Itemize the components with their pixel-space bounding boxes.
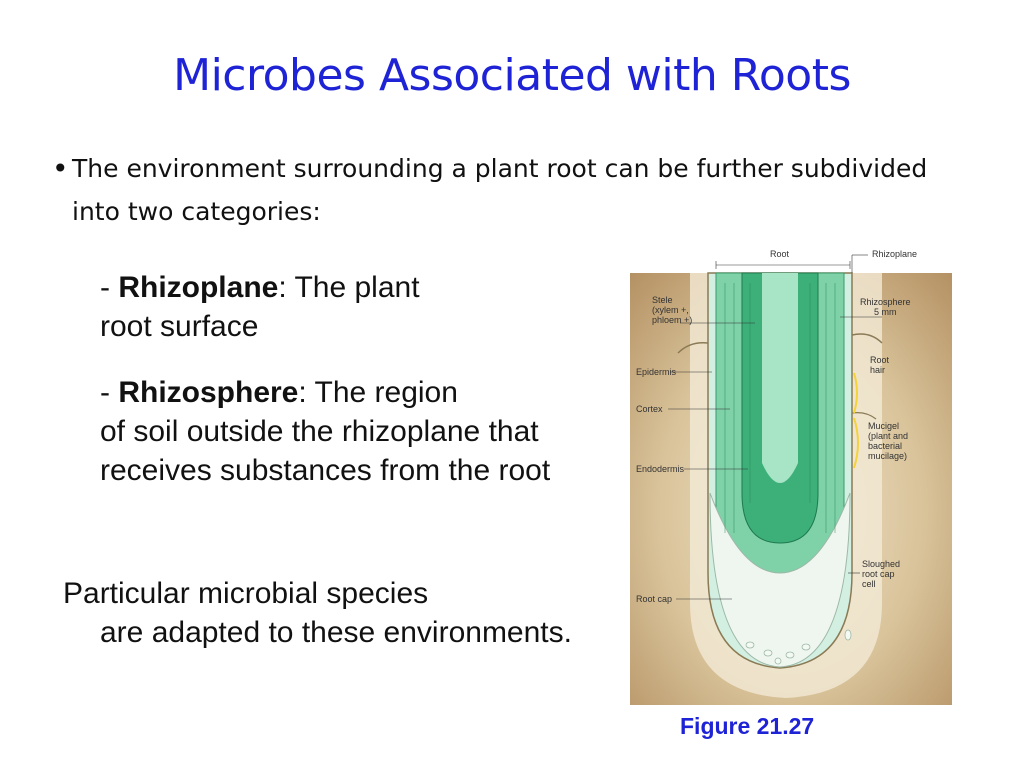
term-rhizoplane: Rhizoplane (118, 271, 279, 304)
vascular-core (762, 273, 798, 483)
label-epidermis: Epidermis (636, 367, 677, 377)
label-stele: Stele (652, 295, 673, 305)
label-stele-sub2: phloem +) (652, 315, 692, 325)
slide-title: Microbes Associated with Roots (173, 50, 851, 101)
label-root-hair-2: hair (870, 365, 885, 375)
bullet-text: The environment surrounding a plant root… (72, 154, 928, 226)
figure-caption: Figure 21.27 (680, 713, 815, 739)
label-mucigel-sub2: bacterial (868, 441, 902, 451)
label-stele-sub1: (xylem +, (652, 305, 689, 315)
definition-start: : The region (298, 376, 458, 409)
sub-item-prefix: - (100, 376, 119, 409)
term-rhizosphere: Rhizosphere (118, 376, 299, 409)
mucigel-bracket (853, 372, 858, 414)
label-rhizosphere-sub: 5 mm (874, 307, 897, 317)
label-sloughed-3: cell (862, 579, 876, 589)
root-diagram-svg: Root Rhizoplane Stele (xylem +, phloem +… (630, 243, 952, 705)
label-sloughed-2: root cap (862, 569, 895, 579)
label-root-cap: Root cap (636, 594, 672, 604)
label-root-hair-1: Root (870, 355, 890, 365)
paragraph-first-line: Particular microbial species (63, 577, 429, 610)
root-hair-left (677, 341, 709, 354)
label-rhizosphere: Rhizosphere (860, 297, 911, 307)
paragraph-rest: are adapted to these environments. (100, 616, 572, 649)
sloughed-cells (745, 629, 852, 665)
root-diagram: Root Rhizoplane Stele (xylem +, phloem +… (630, 243, 952, 705)
definition-rest: of soil outside the rhizoplane that rece… (100, 415, 551, 487)
root-hair-right (851, 333, 883, 344)
label-rhizoplane: Rhizoplane (872, 249, 917, 259)
sub-item-rhizoplane: - Rhizoplane: The plant root surface (100, 268, 570, 346)
label-mucigel-sub1: (plant and (868, 431, 908, 441)
sub-item-prefix: - (100, 271, 119, 304)
definition-start: : The plant (278, 271, 420, 304)
summary-paragraph: Particular microbial species are adapted… (63, 574, 603, 652)
sub-item-rhizosphere: - Rhizosphere: The region of soil outsid… (100, 373, 590, 490)
root-cap-region (709, 492, 851, 668)
label-root: Root (770, 249, 790, 259)
label-mucigel: Mucigel (868, 421, 899, 431)
definition-rest: root surface (100, 310, 259, 343)
label-endodermis: Endodermis (636, 464, 685, 474)
label-mucigel-sub3: mucilage) (868, 451, 907, 461)
label-sloughed-1: Sloughed (862, 559, 900, 569)
bullet-point: • The environment surrounding a plant ro… (52, 147, 932, 233)
label-cortex: Cortex (636, 404, 663, 414)
bullet-icon: • (52, 152, 69, 185)
